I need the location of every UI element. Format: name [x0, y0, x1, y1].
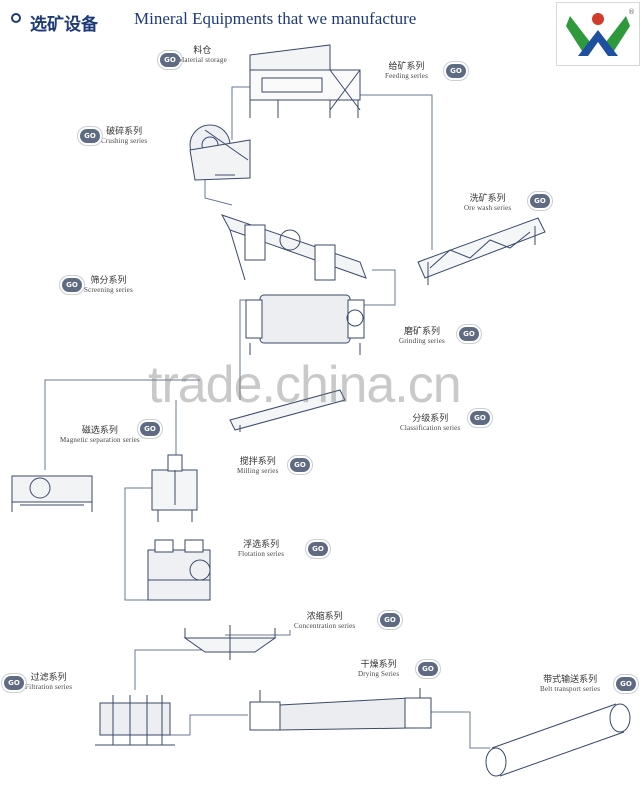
ore-washer	[417, 217, 546, 285]
page-title-en: Mineral Equipments that we manufacture	[134, 9, 417, 28]
go-button-classification[interactable]: GO	[467, 408, 493, 428]
go-button-screening[interactable]: GO	[59, 275, 85, 295]
go-button-filtration[interactable]: GO	[1, 673, 27, 693]
ball-mill	[245, 294, 365, 355]
watermark-text: trade.china.cn	[148, 356, 462, 414]
svg-text:®: ®	[628, 8, 635, 16]
go-button-feeding[interactable]: GO	[443, 61, 469, 81]
agitation-tank	[151, 454, 198, 522]
magnetic-separator	[11, 475, 93, 512]
go-button-magnetic[interactable]: GO	[137, 419, 163, 439]
flotation-machine	[147, 539, 211, 601]
thickener	[183, 625, 277, 660]
spiral-classifier	[229, 389, 346, 432]
go-button-drying[interactable]: GO	[415, 659, 441, 679]
company-logo-icon: ®	[556, 2, 640, 66]
feeder-machine	[249, 44, 361, 118]
header: 选矿设备 Mineral Equipments that we manufact…	[0, 0, 642, 40]
rotary-dryer	[249, 688, 432, 731]
vibrating-screen	[220, 214, 367, 281]
flow-lines	[44, 86, 490, 749]
go-button-concentration[interactable]: GO	[377, 610, 403, 630]
go-button-milling[interactable]: GO	[287, 455, 313, 475]
belt-conveyor	[485, 703, 631, 777]
go-button-ore-wash[interactable]: GO	[527, 191, 553, 211]
filter-press	[95, 695, 175, 746]
page-title-cn: 选矿设备	[30, 15, 98, 35]
jaw-crusher	[189, 124, 251, 181]
bullet-icon	[11, 13, 21, 23]
go-button-crushing[interactable]: GO	[77, 126, 103, 146]
go-button-grinding[interactable]: GO	[456, 324, 482, 344]
go-button-flotation[interactable]: GO	[305, 539, 331, 559]
go-button-belt[interactable]: GO	[613, 674, 639, 694]
go-button-material-storage[interactable]: GO	[157, 50, 183, 70]
